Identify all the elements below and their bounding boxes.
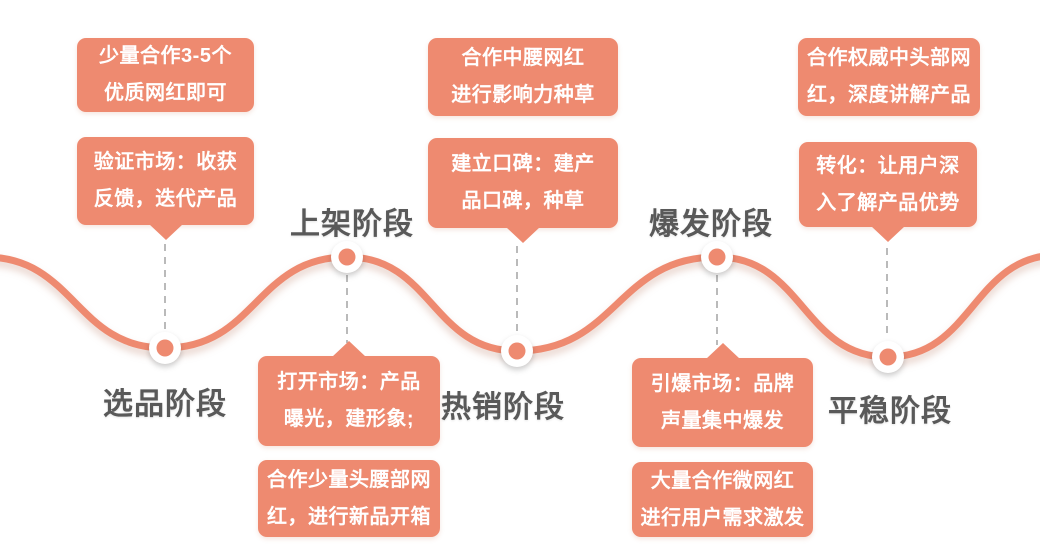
- callout-text: 合作中腰网红: [461, 47, 585, 69]
- pointer-down-icon: [506, 227, 540, 243]
- callout-text: 引爆市场：品牌: [650, 372, 795, 395]
- callout-text: 打开市场：产品: [277, 371, 421, 393]
- stage-label-listing: 上架阶段: [290, 208, 414, 241]
- pointer-up-icon: [332, 341, 366, 357]
- callout-text: 验证市场：收获: [93, 151, 238, 173]
- callout-text: 反馈，迭代产品: [93, 188, 238, 210]
- stage-dot-stable: [872, 341, 904, 373]
- callout-text: 入了解产品优势: [816, 191, 960, 214]
- callout-text: 合作权威中头部网: [807, 47, 971, 69]
- pointer-down-icon: [871, 226, 905, 242]
- stage-label-burst: 爆发阶段: [649, 208, 773, 241]
- stage-dot-select: [149, 332, 181, 364]
- callout-text: 进行影响力种草: [451, 84, 595, 106]
- callout-burst-strategy: 引爆市场：品牌 声量集中爆发: [632, 343, 813, 447]
- callout-stable-note: 合作权威中头部网 红，深度讲解产品: [798, 38, 980, 116]
- callout-select-note: 少量合作3-5个 优质网红即可: [77, 38, 254, 112]
- stage-dot-burst: [701, 241, 733, 273]
- callout-hotsale-note: 合作中腰网红 进行影响力种草: [428, 38, 618, 116]
- callout-text: 红，进行新品开箱: [267, 505, 431, 528]
- callout-text: 声量集中爆发: [661, 409, 784, 432]
- callout-listing-strategy: 打开市场：产品 曝光，建形象;: [258, 341, 440, 446]
- callout-text: 进行用户需求激发: [640, 506, 805, 529]
- callout-text: 品口碑，种草: [461, 190, 585, 212]
- callout-text: 大量合作微网红: [650, 469, 795, 492]
- callout-text: 少量合作3-5个: [99, 45, 232, 67]
- pointer-up-icon: [705, 343, 740, 359]
- callout-text: 红，深度讲解产品: [807, 84, 971, 106]
- callout-text: 合作少量头腰部网: [267, 468, 431, 491]
- pointer-down-icon: [148, 224, 183, 240]
- callout-text: 转化：让用户深: [816, 154, 960, 177]
- callout-stable-strategy: 转化：让用户深 入了解产品优势: [799, 142, 977, 242]
- stage-label-stable: 平稳阶段: [828, 395, 952, 428]
- callout-burst-note: 大量合作微网红 进行用户需求激发: [632, 462, 813, 537]
- stage-dot-listing: [331, 241, 363, 273]
- stage-dot-hotsale: [501, 335, 533, 367]
- callout-text: 建立口碑：建产: [451, 153, 595, 175]
- stage-label-select: 选品阶段: [103, 388, 227, 421]
- callout-text: 曝光，建形象;: [283, 408, 415, 430]
- callout-select-strategy: 验证市场：收获 反馈，迭代产品: [77, 137, 254, 240]
- callout-listing-note: 合作少量头腰部网 红，进行新品开箱: [258, 460, 440, 537]
- callout-text: 优质网红即可: [104, 82, 227, 104]
- stage-label-hotsale: 热销阶段: [441, 391, 565, 424]
- callout-hotsale-strategy: 建立口碑：建产 品口碑，种草: [428, 138, 618, 243]
